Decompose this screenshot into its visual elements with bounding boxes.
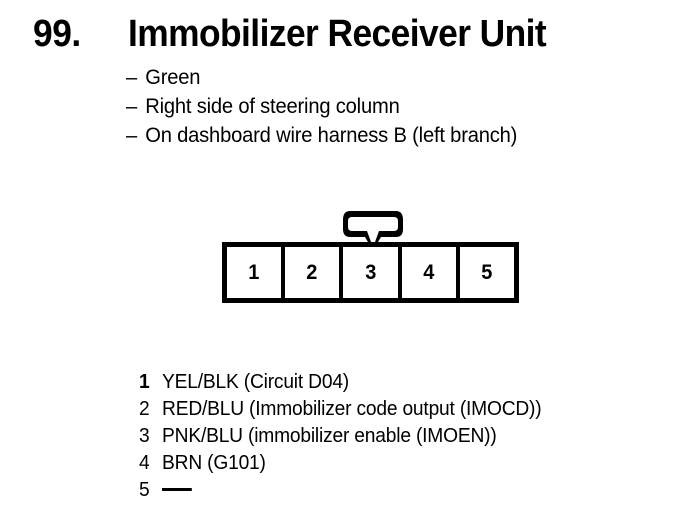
connector-latch-icon [341, 209, 405, 242]
pin-description: RED/BLU (Immobilizer code output (IMOCD)… [162, 398, 542, 420]
note-item: –Green [126, 63, 644, 92]
notes-list: –Green –Right side of steering column –O… [126, 63, 666, 150]
pin-legend-row: 2 RED/BLU (Immobilizer code output (IMOC… [139, 396, 657, 423]
cavity-number: 3 [364, 261, 377, 284]
item-number: 99. [33, 13, 81, 55]
pin-number: 3 [139, 425, 150, 447]
page-title: Immobilizer Receiver Unit [128, 13, 547, 55]
note-text: Green [145, 66, 201, 89]
pin-description: YEL/BLK (Circuit D04) [162, 371, 350, 393]
note-dash: – [126, 124, 138, 147]
latch-inner-void [348, 217, 398, 242]
pin-unused-dash [162, 488, 192, 491]
note-dash: – [126, 95, 138, 118]
pin-description: BRN (G101) [162, 452, 266, 474]
cavity-number: 1 [248, 261, 260, 284]
pin-number: 5 [139, 479, 150, 501]
connector-cavity-5: 5 [459, 247, 515, 298]
pin-legend-row: 5 [139, 477, 657, 504]
pin-number: 1 [139, 371, 150, 393]
connector-body: 1 2 3 4 5 [222, 242, 519, 303]
cavity-number: 2 [306, 261, 318, 284]
note-dash: – [126, 66, 138, 89]
latch-shape [343, 211, 403, 242]
connector-cavity-3: 3 [343, 247, 402, 298]
note-text: Right side of steering column [145, 95, 400, 118]
pin-number: 4 [139, 452, 150, 474]
cavity-number: 5 [481, 261, 493, 284]
cavity-number: 4 [423, 261, 435, 284]
connector-diagram: 1 2 3 4 5 [222, 209, 522, 306]
pin-legend: 1 YEL/BLK (Circuit D04) 2 RED/BLU (Immob… [139, 369, 679, 504]
note-item: –On dashboard wire harness B (left branc… [126, 121, 644, 150]
pin-description: PNK/BLU (immobilizer enable (IMOEN)) [162, 425, 497, 447]
connector-cavity-4: 4 [401, 247, 460, 298]
note-text: On dashboard wire harness B (left branch… [145, 124, 518, 147]
note-item: –Right side of steering column [126, 92, 644, 121]
pin-legend-row: 3 PNK/BLU (immobilizer enable (IMOEN)) [139, 423, 657, 450]
connector-cavity-1: 1 [227, 247, 286, 298]
pin-legend-row: 4 BRN (G101) [139, 450, 657, 477]
pin-number: 2 [139, 398, 150, 420]
pin-legend-row: 1 YEL/BLK (Circuit D04) [139, 369, 657, 396]
connector-cavity-2: 2 [285, 247, 344, 298]
